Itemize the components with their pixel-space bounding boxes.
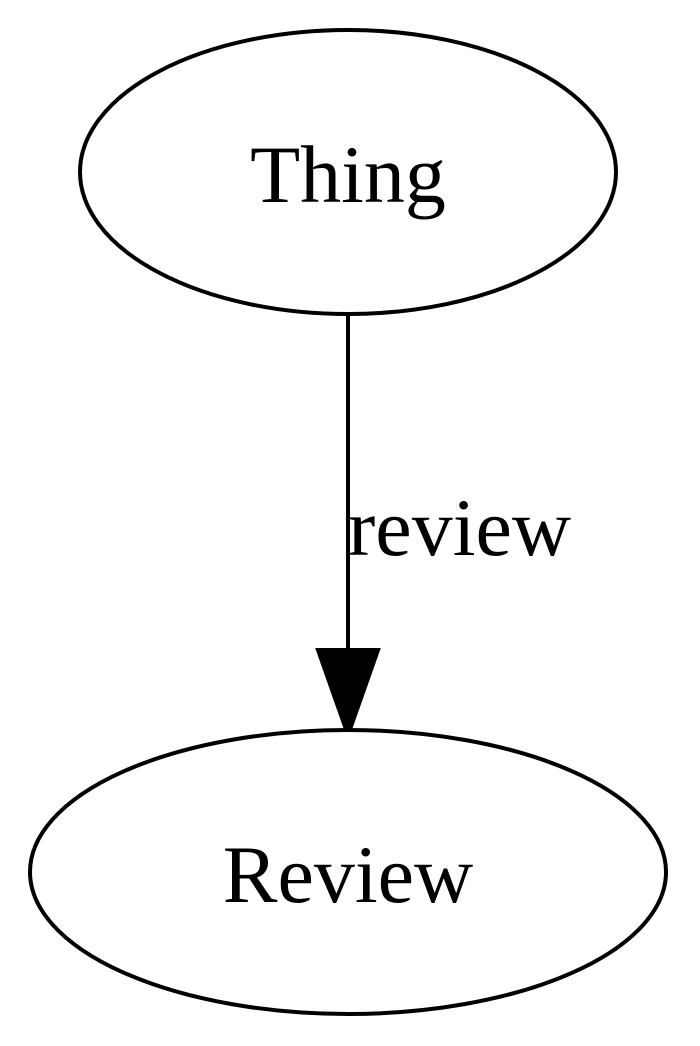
node-thing: Thing xyxy=(78,28,618,316)
arrowhead-icon xyxy=(315,648,381,742)
node-thing-ellipse xyxy=(78,28,618,316)
edge-label: review xyxy=(348,482,571,573)
node-review-label: Review xyxy=(223,829,473,920)
node-thing-label: Thing xyxy=(250,129,446,220)
node-review: Review xyxy=(28,728,668,1016)
edge-thing-to-review: review xyxy=(315,315,571,742)
node-review-ellipse xyxy=(28,728,668,1016)
